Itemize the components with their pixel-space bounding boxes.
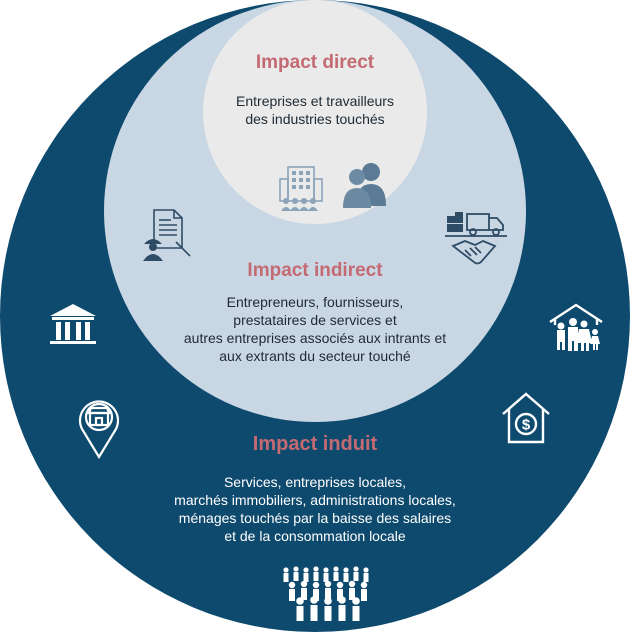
- induced-line: Services, entreprises locales,: [223, 474, 407, 490]
- direct-line: Entreprises et travailleurs: [236, 93, 394, 109]
- indirect-impact-title: Impact indirect: [247, 260, 383, 281]
- crowd-icon: [280, 565, 376, 623]
- indirect-impact-description: Entrepreneurs, fournisseurs, prestataire…: [0, 293, 630, 365]
- truck-handshake-icon: [443, 208, 509, 270]
- direct-impact-circle: [203, 0, 427, 224]
- indirect-line: aux extrants du secteur touché: [219, 348, 411, 364]
- indirect-line: prestataires de services et: [233, 312, 397, 328]
- shop-location-icon: [76, 395, 122, 459]
- family-home-icon: [547, 302, 605, 352]
- user-group-icon: [340, 160, 390, 210]
- induced-impact-title: Impact induit: [252, 433, 378, 455]
- direct-line: des industries touchés: [245, 111, 385, 127]
- induced-impact-description: Services, entreprises locales, marchés i…: [0, 473, 630, 545]
- svg-text:$: $: [522, 417, 531, 434]
- house-dollar-icon: $: [500, 390, 552, 446]
- direct-impact-title: Impact direct: [255, 52, 375, 73]
- contract-worker-icon: [140, 206, 196, 262]
- indirect-line: Entrepreneurs, fournisseurs,: [226, 294, 404, 310]
- induced-line: et de la consommation locale: [224, 528, 406, 544]
- direct-impact-description: Entreprises et travailleurs des industri…: [0, 92, 630, 128]
- induced-line: ménages touchés par la baisse des salair…: [178, 510, 452, 526]
- indirect-line: autres entreprises associés aux intrants…: [183, 330, 447, 346]
- induced-line: marchés immobiliers, administrations loc…: [174, 492, 456, 508]
- government-building-icon: [46, 302, 100, 348]
- building-people-icon: [276, 163, 326, 213]
